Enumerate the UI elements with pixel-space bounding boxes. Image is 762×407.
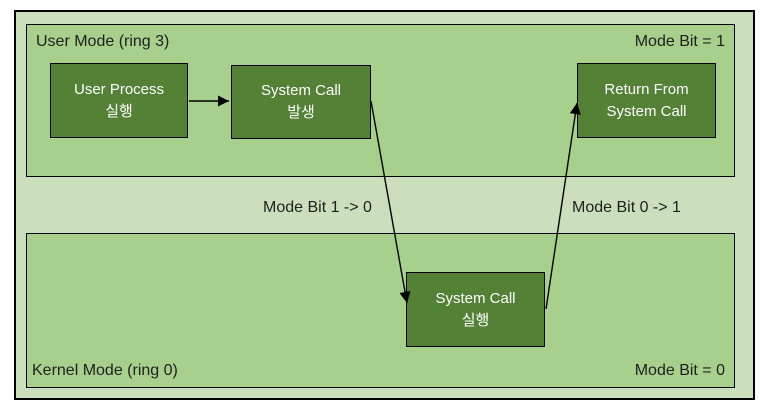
transition-user-to-kernel-label: Mode Bit 1 -> 0	[263, 199, 372, 216]
user-mode-label: User Mode (ring 3)	[36, 33, 170, 50]
system-call-raise-box-line1: System Call	[260, 82, 342, 99]
system-call-exec-box: System Call 실행	[406, 272, 545, 347]
system-call-exec-box-line1: System Call	[435, 289, 516, 307]
return-from-box-line1: Return From	[604, 80, 689, 98]
system-call-exec-box-line2: 실행	[461, 311, 490, 329]
user-process-box-line2: 실행	[105, 102, 133, 120]
mode-bit-1-label: Mode Bit = 1	[634, 33, 725, 50]
user-process-box: User Process 실행	[50, 63, 188, 138]
return-from-system-call-box: Return From System Call	[577, 63, 716, 138]
system-call-raise-box-line2: 발생	[287, 104, 315, 121]
system-call-raise-box: System Call 발생	[231, 65, 371, 139]
mode-bit-0-label: Mode Bit = 0	[634, 362, 725, 379]
kernel-mode-label: Kernel Mode (ring 0)	[32, 362, 178, 379]
return-from-box-line2: System Call	[606, 102, 687, 120]
transition-kernel-to-user-label: Mode Bit 0 -> 1	[572, 199, 681, 216]
user-process-box-line1: User Process	[73, 80, 165, 98]
